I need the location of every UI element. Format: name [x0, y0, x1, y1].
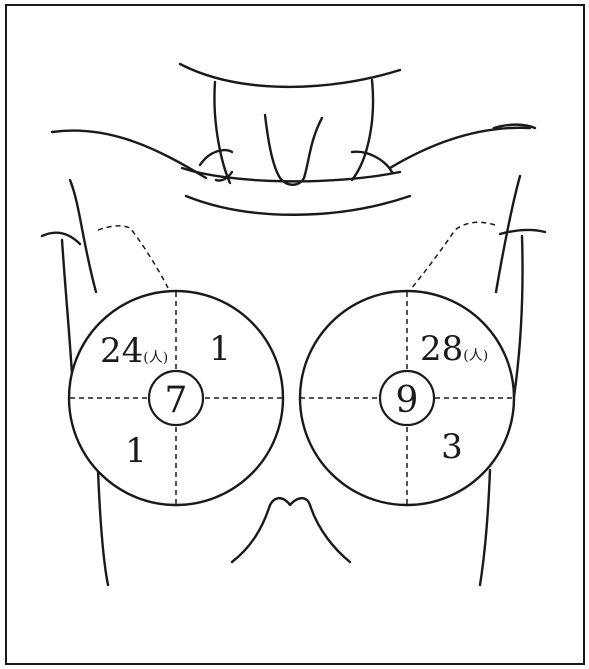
- neck-outline: [180, 64, 410, 215]
- axillary-dash-lines: [98, 222, 495, 290]
- left-center-count: 9: [396, 380, 419, 421]
- right-upper-inner-count: 1: [209, 329, 231, 369]
- right-center-count: 7: [165, 380, 188, 421]
- left-lower-outer-count: 3: [441, 427, 463, 467]
- right-lower-inner-count: 1: [125, 431, 147, 471]
- left-breast: 9 28(人) 3: [300, 291, 514, 505]
- right-breast: 7 24(人) 1 1: [69, 291, 283, 505]
